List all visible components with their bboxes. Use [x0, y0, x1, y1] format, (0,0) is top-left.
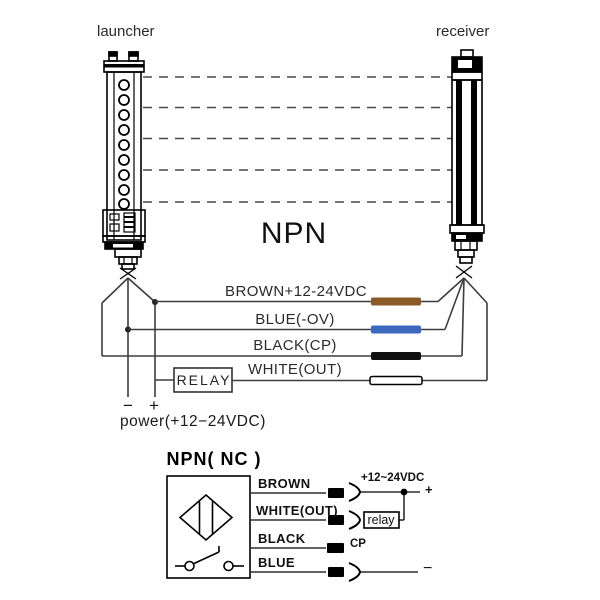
relay-box [173, 367, 233, 393]
sensor-symbol-icon [178, 493, 234, 542]
receiver-tower [449, 49, 485, 279]
wire-label-brown: BROWN+12-24VDC [225, 283, 367, 300]
receiver-label: receiver [436, 23, 490, 40]
schematic-title: NPN( NC ) [166, 449, 262, 469]
wire-label-black: BLACK(CP) [253, 337, 337, 354]
wire-label-blue: BLUE(-OV) [255, 311, 335, 328]
npn-type-label: NPN [260, 217, 328, 250]
schematic [166, 475, 420, 582]
pin-label-brown: BROWN [258, 476, 311, 491]
connector-plug-icon [327, 488, 344, 577]
plus-terminal-label: + [149, 396, 159, 415]
pin-label-blue: BLUE [258, 555, 295, 570]
launcher-harness [101, 277, 174, 397]
pin-label-black: BLACK [258, 531, 306, 546]
wire-label-white: WHITE(OUT) [248, 361, 342, 378]
schematic-minus-label: − [423, 560, 433, 577]
power-label: power(+12−24VDC) [120, 413, 266, 430]
wire-black [102, 277, 465, 357]
relay-small-label: relay [367, 513, 395, 527]
wire-bar-white [369, 375, 423, 386]
nc-contact-icon [175, 546, 244, 572]
relay-label: RELAY [176, 372, 232, 388]
sensor-box [166, 475, 251, 579]
light-beam-lines [143, 76, 452, 203]
socket-icon [348, 482, 362, 582]
pin-label-white: WHITE(OUT) [256, 503, 338, 518]
minus-terminal-label: − [123, 396, 133, 415]
launcher-tower [102, 51, 146, 280]
supply-label: +12~24VDC [361, 472, 425, 484]
wire-bar-black [371, 352, 421, 360]
relay-box-small [363, 511, 400, 529]
junction-dot [400, 488, 408, 496]
wire-bar-brown [371, 297, 421, 306]
wire-blue [128, 277, 465, 331]
cp-label: CP [350, 538, 366, 550]
wire-bar-blue [371, 325, 421, 334]
launcher-label: launcher [97, 23, 155, 40]
schematic-plus-label: + [425, 482, 433, 497]
wire-brown [155, 277, 465, 303]
wire-white [232, 277, 488, 382]
